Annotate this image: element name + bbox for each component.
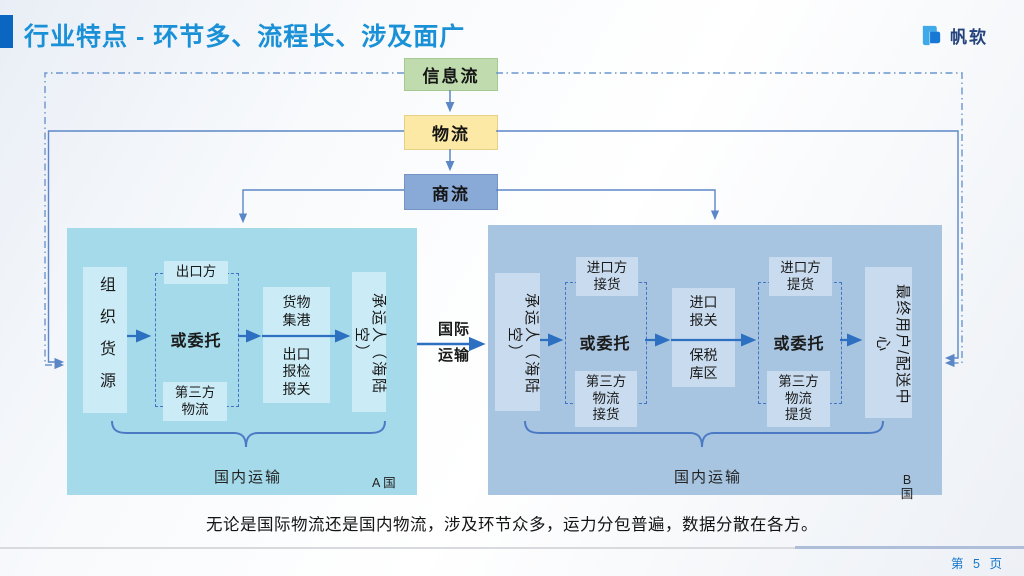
- page-title: 行业特点 - 环节多、流程长、涉及面广: [24, 23, 466, 51]
- end-user-box: 最终用户/配送中 心: [865, 267, 912, 418]
- footer-divider-left: [0, 547, 795, 549]
- logistics-flow-box: 物流: [404, 115, 498, 150]
- domestic-transport-label-b: 国内运输: [673, 469, 742, 486]
- cargo-port-customs-box: 货物 集港 出口 报检 报关: [263, 287, 330, 403]
- organize-goods-box: 组织货源: [83, 267, 127, 413]
- commerce-flow-box: 商流: [404, 174, 498, 210]
- carrier-box-a: 承运人（海陆 空）: [352, 272, 387, 412]
- country-b-label: B 国: [900, 473, 914, 502]
- info-flow-box: 信息流: [404, 58, 498, 91]
- fanruan-logo: 帆软: [919, 23, 988, 48]
- entrust-label-b1: 或委托: [579, 336, 631, 353]
- title-accent-bar: [0, 15, 13, 48]
- international-transport-label: 国际 运输: [437, 321, 470, 364]
- importer-receive-label: 进口方 接货: [576, 257, 638, 297]
- commerce-connector-left: [238, 189, 404, 224]
- third-party-pickup-label: 第三方 物流 提货: [767, 371, 830, 428]
- domestic-transport-label-a: 国内运输: [213, 469, 282, 486]
- import-customs-box: 进口 报关 保税 库区: [672, 288, 735, 387]
- exporter-label: 出口方: [164, 261, 228, 284]
- page-number: 第 5 页: [951, 557, 1005, 571]
- third-party-logistics-label-a: 第三方 物流: [163, 382, 227, 422]
- slide-caption: 无论是国际物流还是国内物流，涉及环节众多，运力分包普遍，数据分散在各方。: [206, 516, 818, 534]
- third-party-receive-label: 第三方 物流 接货: [575, 371, 637, 428]
- importer-pickup-label: 进口方 提货: [769, 257, 832, 297]
- cargo-port-label: 货物 集港: [282, 294, 311, 328]
- commerce-connector-right: [496, 189, 720, 221]
- import-customs-label: 进口 报关: [689, 294, 718, 328]
- bonded-warehouse-label: 保税 库区: [689, 347, 718, 381]
- fanruan-logo-text: 帆软: [950, 28, 988, 47]
- carrier-box-b: 承运人（海陆 空）: [495, 273, 540, 411]
- export-inspection-label: 出口 报检 报关: [282, 345, 311, 397]
- footer-divider-right: [795, 546, 1024, 549]
- fanruan-logo-icon: [919, 23, 944, 48]
- country-a-label: A 国: [372, 476, 396, 490]
- entrust-label-a: 或委托: [170, 333, 222, 350]
- entrust-label-b2: 或委托: [773, 336, 825, 353]
